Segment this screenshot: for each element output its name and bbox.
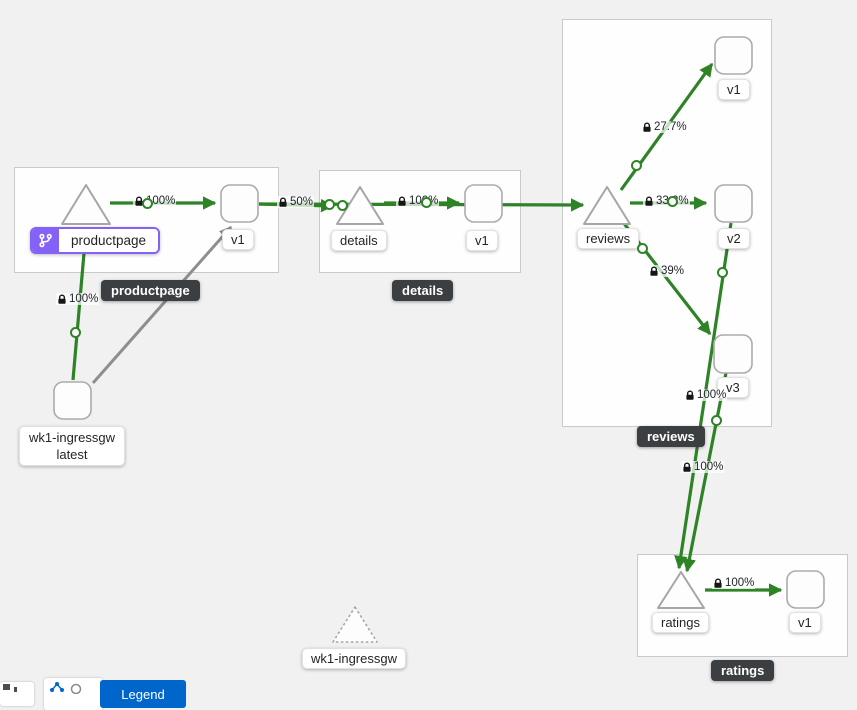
node-service-ratings[interactable] <box>657 571 705 609</box>
mini-control-icon <box>3 684 10 690</box>
edge-label-text: 100% <box>725 577 755 589</box>
node-label-ratings-v1[interactable]: v1 <box>789 612 821 633</box>
lock-icon <box>279 196 287 207</box>
edge-waypoint <box>337 200 348 211</box>
node-label-idle-ingressgw[interactable]: wk1-ingressgw <box>302 648 406 669</box>
edge-waypoint <box>631 160 642 171</box>
edge-label-text: 100% <box>694 461 724 473</box>
graph-mini-control[interactable] <box>0 682 34 706</box>
edge-waypoint <box>667 196 678 207</box>
group-badge-ratings[interactable]: ratings <box>711 660 775 681</box>
topology-icon <box>50 682 64 692</box>
lock-icon <box>714 577 722 588</box>
edge-waypoint <box>637 243 648 254</box>
edge-label-text: 50% <box>290 196 314 208</box>
node-workload-details-v1[interactable] <box>464 184 503 223</box>
node-label-line2: latest <box>56 447 88 462</box>
edge-label-text: 27.7% <box>654 121 687 133</box>
lock-icon <box>645 195 653 206</box>
node-label-reviews[interactable]: reviews <box>577 228 640 249</box>
edge-label-v2-to-ratings[interactable]: 100% <box>684 389 728 401</box>
node-label-text: productpage <box>59 229 159 252</box>
node-workload-reviews-v2[interactable] <box>714 184 753 223</box>
lock-icon <box>135 195 143 206</box>
node-service-reviews[interactable] <box>583 186 631 225</box>
lock-icon <box>58 293 66 304</box>
node-service-details[interactable] <box>336 186 384 225</box>
edge-label-v3-to-ratings[interactable]: 100% <box>681 461 725 473</box>
edge-waypoint <box>711 415 722 426</box>
kiali-graph-page: { "groups": { "productpage": { "badge": … <box>0 19 848 710</box>
edge-waypoint <box>70 327 81 338</box>
node-workload-reviews-v1[interactable] <box>714 36 753 75</box>
node-workload-reviews-v3[interactable] <box>713 334 753 374</box>
mini-control-icon <box>14 687 17 692</box>
node-label-ratings[interactable]: ratings <box>652 612 710 633</box>
edge-ingress-to-productpage[interactable] <box>71 228 92 381</box>
lock-icon <box>686 389 694 400</box>
node-label-reviews-v1[interactable]: v1 <box>718 79 750 100</box>
node-label-productpage[interactable]: productpage <box>30 227 161 254</box>
node-service-productpage[interactable] <box>61 184 111 225</box>
node-label-line1: wk1-ingressgw <box>29 430 115 445</box>
code-branch-icon <box>32 229 59 252</box>
edge-label-details-to-v1[interactable]: 100% <box>396 195 440 207</box>
node-label-ingressgw[interactable]: wk1-ingressgw latest <box>19 426 125 466</box>
edge-label-ingress-to-productpage[interactable]: 100% <box>56 293 100 305</box>
node-service-idle-ingressgw[interactable] <box>332 606 378 643</box>
node-label-productpage-v1[interactable]: v1 <box>222 229 254 250</box>
node-workload-ratings-v1[interactable] <box>786 570 825 609</box>
lock-icon <box>683 461 691 472</box>
edge-waypoint <box>142 198 153 209</box>
node-label-details-v1[interactable]: v1 <box>466 230 498 251</box>
edge-label-text: 100% <box>69 293 99 305</box>
lock-icon <box>398 195 406 206</box>
node-label-reviews-v2[interactable]: v2 <box>718 228 750 249</box>
edge-waypoint <box>324 199 335 210</box>
node-label-details[interactable]: details <box>331 230 387 251</box>
edge-label-v1-to-details[interactable]: 50% <box>277 196 315 208</box>
edge-label-text: 100% <box>697 389 727 401</box>
edge-label-text: 39% <box>661 265 685 277</box>
node-workload-productpage-v1[interactable] <box>220 184 259 223</box>
graph-display-button[interactable] <box>44 678 103 710</box>
lock-icon <box>643 121 651 132</box>
node-workload-ingressgw[interactable] <box>53 381 92 420</box>
edge-label-productpage-to-v1[interactable]: 100% <box>133 195 177 207</box>
group-badge-details[interactable]: details <box>392 280 454 301</box>
lock-icon <box>650 265 658 276</box>
edge-label-reviews-to-v1[interactable]: 27.7% <box>641 121 688 133</box>
edge-label-reviews-to-v3[interactable]: 39% <box>648 265 686 277</box>
edge-waypoint <box>421 197 432 208</box>
group-badge-productpage[interactable]: productpage <box>101 280 200 301</box>
edge-label-text: 100% <box>146 195 176 207</box>
edge-label-ratings-to-v1[interactable]: 100% <box>712 577 756 589</box>
edge-waypoint <box>717 267 728 278</box>
legend-button[interactable]: Legend <box>100 680 186 708</box>
edge-ingress-to-productpage-v1[interactable] <box>91 226 233 384</box>
refresh-icon <box>70 683 82 694</box>
group-badge-reviews[interactable]: reviews <box>637 426 705 447</box>
